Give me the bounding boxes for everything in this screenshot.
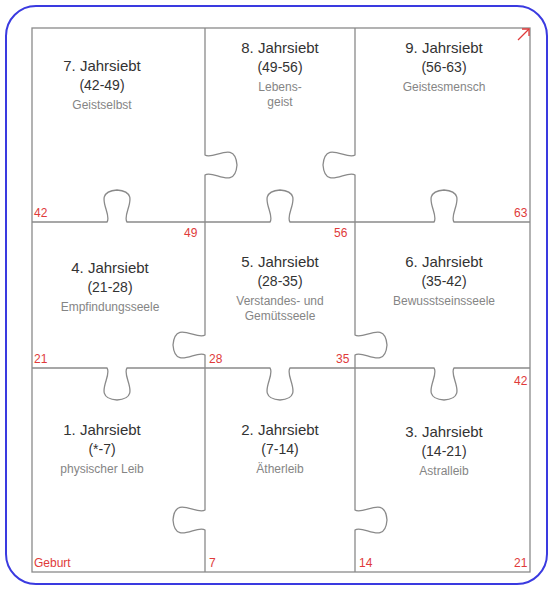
puzzle-edge [32,190,530,222]
member-name: Geistselbst [27,98,177,113]
puzzle-piece: 4. Jahrsiebt(21-28) Empfindungsseele [35,258,185,315]
period-heading: 5. Jahrsiebt [210,252,350,272]
age-marker: Geburt [34,556,71,570]
age-range: (28-35) [210,272,350,290]
puzzle-piece: 7. Jahrsiebt(42-49) Geistselbst [27,56,177,113]
member-name: Empfindungsseele [35,300,185,315]
age-marker: 21 [34,352,47,366]
age-range: (35-42) [369,272,519,290]
age-marker: 7 [209,556,216,570]
period-heading: 8. Jahrsiebt [210,38,350,58]
period-heading: 6. Jahrsiebt [369,252,519,272]
period-heading: 7. Jahrsiebt [27,56,177,76]
period-heading: 2. Jahrsiebt [210,420,350,440]
corner-arrow [518,29,529,40]
member-name: Astralleib [369,464,519,479]
period-heading: 1. Jahrsiebt [27,420,177,440]
puzzle-edge [32,368,530,400]
member-name: Lebens- geist [250,80,310,110]
age-range: (49-56) [210,58,350,76]
age-marker: 49 [184,226,197,240]
age-marker: 35 [336,352,349,366]
puzzle-edge [173,28,237,572]
puzzle-piece: 6. Jahrsiebt(35-42) Bewusstseinsseele [369,252,519,309]
puzzle-piece: 3. Jahrsiebt(14-21) Astralleib [369,422,519,479]
member-name: Verstandes- und Gemütsseele [225,294,335,324]
age-marker: 42 [514,374,527,388]
age-range: (7-14) [210,440,350,458]
age-range: (14-21) [369,442,519,460]
member-name: Geistesmensch [369,80,519,95]
period-heading: 9. Jahrsiebt [369,38,519,58]
age-range: (21-28) [35,278,185,296]
age-marker: 14 [359,556,372,570]
age-range: (56-63) [369,58,519,76]
period-heading: 3. Jahrsiebt [369,422,519,442]
puzzle-piece: 1. Jahrsiebt(*-7) physischer Leib [27,420,177,477]
outer-frame [6,6,547,584]
age-marker: 28 [209,352,222,366]
puzzle-piece: 2. Jahrsiebt(7-14) Ätherleib [210,420,350,477]
puzzle-piece: 8. Jahrsiebt(49-56) Lebens- geist [210,38,350,110]
age-marker: 63 [514,206,527,220]
member-name: Bewusstseinsseele [369,294,519,309]
puzzle-piece: 9. Jahrsiebt(56-63) Geistesmensch [369,38,519,95]
age-marker: 56 [334,226,347,240]
member-name: physischer Leib [27,462,177,477]
age-range: (*-7) [27,440,177,458]
period-heading: 4. Jahrsiebt [35,258,185,278]
member-name: Ätherleib [210,462,350,477]
puzzle-edge [323,28,387,572]
puzzle-piece: 5. Jahrsiebt(28-35) Verstandes- und Gemüt… [210,252,350,324]
age-range: (42-49) [27,76,177,94]
age-marker: 42 [34,206,47,220]
age-marker: 21 [514,556,527,570]
